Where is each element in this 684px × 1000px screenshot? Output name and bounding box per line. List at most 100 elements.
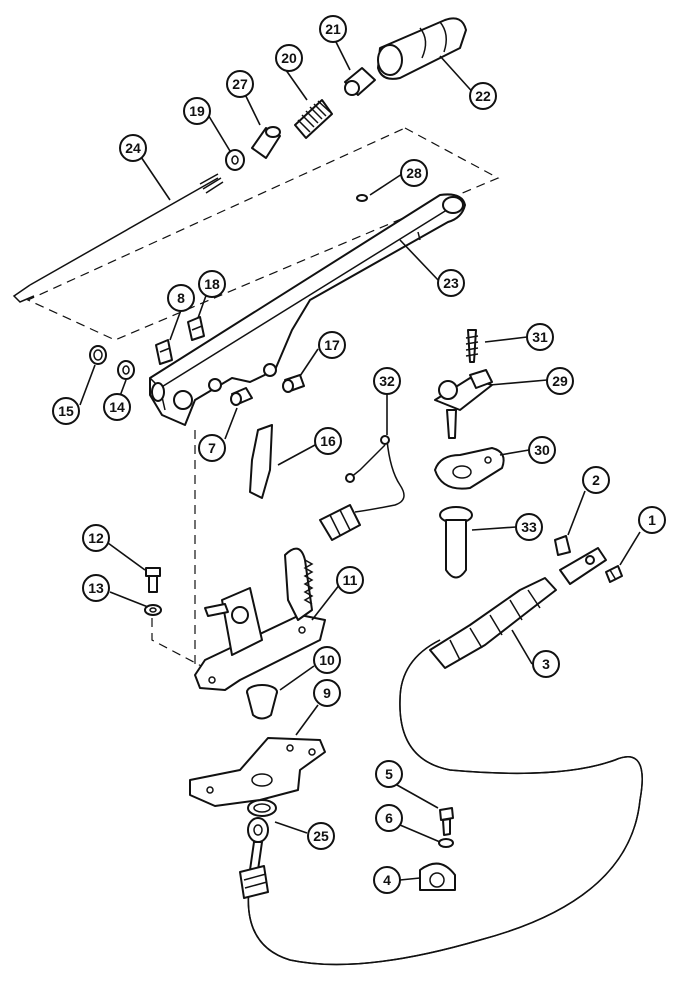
- callout-3: 3: [532, 650, 560, 678]
- part-30-plate: [434, 447, 505, 490]
- svg-text:32: 32: [379, 373, 395, 389]
- svg-text:14: 14: [109, 399, 125, 415]
- part-12-bolt: [145, 567, 161, 593]
- callout-32: 32: [373, 367, 401, 395]
- svg-text:1: 1: [648, 512, 656, 528]
- part-9-bracket-plate: [189, 737, 326, 807]
- part-22-grip: [377, 17, 467, 80]
- callout-9: 9: [313, 679, 341, 707]
- svg-text:2: 2: [592, 472, 600, 488]
- callout-29: 29: [546, 367, 574, 395]
- part-3-cable: [247, 547, 643, 966]
- assembly-outline: [26, 127, 500, 341]
- leader-lines: [79, 33, 641, 881]
- part-11-ratchet-base: [194, 547, 326, 691]
- assembly-line-washer: [151, 618, 206, 669]
- callout-8: 8: [167, 284, 195, 312]
- svg-text:30: 30: [534, 442, 550, 458]
- callout-16: 16: [314, 427, 342, 455]
- svg-text:31: 31: [532, 329, 548, 345]
- callout-18: 18: [198, 270, 226, 298]
- callout-33: 33: [515, 513, 543, 541]
- part-28-hole: [356, 194, 368, 202]
- svg-text:7: 7: [208, 440, 216, 456]
- callout-23: 23: [437, 269, 465, 297]
- svg-text:20: 20: [281, 50, 297, 66]
- part-7-pin: [230, 387, 253, 406]
- callout-13: 13: [82, 574, 110, 602]
- callout-2: 2: [582, 466, 610, 494]
- part-14-washer: [117, 360, 135, 380]
- part-24-rod: [12, 173, 224, 303]
- svg-text:24: 24: [125, 140, 141, 156]
- callout-24: 24: [119, 134, 147, 162]
- callout-17: 17: [318, 331, 346, 359]
- callout-12: 12: [82, 524, 110, 552]
- callout-19: 19: [183, 97, 211, 125]
- part-2-clip: [554, 535, 571, 556]
- callout-28: 28: [400, 159, 428, 187]
- callout-10: 10: [313, 646, 341, 674]
- part-13-washer: [144, 604, 162, 616]
- svg-text:10: 10: [319, 652, 335, 668]
- callout-11: 11: [336, 566, 364, 594]
- callout-30: 30: [528, 436, 556, 464]
- part-21-bushing: [344, 67, 376, 96]
- svg-text:9: 9: [323, 685, 331, 701]
- part-8-clip: [155, 339, 173, 365]
- part-1-pin: [605, 565, 623, 583]
- svg-text:18: 18: [204, 276, 220, 292]
- callout-14: 14: [103, 393, 131, 421]
- callout-31: 31: [526, 323, 554, 351]
- part-10-grommet: [246, 684, 278, 720]
- part-15-snap-ring: [89, 345, 107, 365]
- svg-text:17: 17: [324, 337, 340, 353]
- callout-21: 21: [319, 15, 347, 43]
- part-23-lever-arm: [149, 193, 466, 426]
- callout-20: 20: [275, 44, 303, 72]
- svg-text:25: 25: [313, 828, 329, 844]
- part-29-switch: [434, 369, 493, 439]
- part-31-screw: [465, 329, 479, 363]
- callout-27: 27: [226, 70, 254, 98]
- callout-5: 5: [375, 760, 403, 788]
- svg-text:28: 28: [406, 165, 422, 181]
- callout-4: 4: [373, 866, 401, 894]
- svg-text:3: 3: [542, 656, 550, 672]
- svg-text:21: 21: [325, 21, 341, 37]
- part-27-tube: [251, 126, 281, 159]
- svg-text:29: 29: [552, 373, 568, 389]
- callout-25: 25: [307, 822, 335, 850]
- callout-7: 7: [198, 434, 226, 462]
- part-17-pin: [282, 374, 305, 393]
- callout-15: 15: [52, 397, 80, 425]
- part-18-clip: [187, 316, 205, 341]
- svg-text:19: 19: [189, 103, 205, 119]
- svg-text:23: 23: [443, 275, 459, 291]
- part-25-eye-end: [239, 799, 277, 899]
- svg-text:16: 16: [320, 433, 336, 449]
- part-5-bolt: [439, 807, 454, 836]
- part-33-sleeve: [439, 506, 473, 579]
- svg-text:11: 11: [343, 572, 358, 588]
- svg-text:13: 13: [88, 580, 104, 596]
- svg-text:15: 15: [58, 403, 74, 419]
- callout-22: 22: [469, 82, 497, 110]
- svg-text:8: 8: [177, 290, 185, 306]
- svg-text:4: 4: [383, 872, 391, 888]
- svg-text:12: 12: [88, 530, 104, 546]
- callout-1: 1: [638, 506, 666, 534]
- part-6-washer: [438, 838, 454, 848]
- part-16-bracket: [249, 424, 273, 499]
- svg-text:33: 33: [521, 519, 537, 535]
- svg-text:5: 5: [385, 766, 393, 782]
- svg-text:22: 22: [475, 88, 491, 104]
- part-32-wire-harness: [319, 435, 405, 541]
- part-19-washer: [225, 149, 245, 171]
- svg-text:27: 27: [232, 76, 248, 92]
- svg-text:6: 6: [385, 810, 393, 826]
- part-4-clamp: [419, 862, 456, 891]
- part-20-spring: [294, 99, 333, 139]
- callout-6: 6: [375, 804, 403, 832]
